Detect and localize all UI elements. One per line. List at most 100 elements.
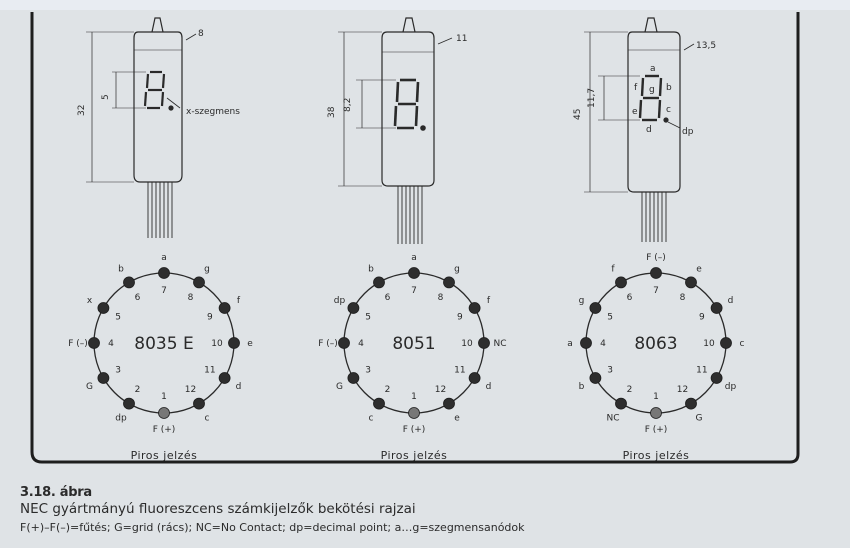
pin-function-label: F (–): [646, 253, 666, 263]
pin-function-label: NC: [493, 339, 506, 349]
pin-function-label: F (–): [318, 339, 338, 349]
pin-number: 6: [135, 293, 141, 303]
pin-10: [720, 337, 732, 349]
red-marker-label: Piros jelzés: [623, 449, 690, 462]
dim-digit-height: 5: [101, 94, 111, 100]
pin-function-label: b: [368, 265, 374, 275]
dim-height: 38: [327, 106, 337, 118]
dim-height: 45: [573, 109, 583, 120]
dim-diameter: 13,5: [696, 41, 716, 51]
pin-number: 10: [211, 339, 223, 349]
pin-7: [158, 267, 170, 279]
pin-number: 2: [385, 385, 391, 395]
segment-label-g: g: [649, 85, 655, 95]
segment-label-b: b: [666, 83, 672, 93]
segment-label-c: c: [666, 105, 671, 115]
pin-number: 9: [699, 313, 705, 323]
pin-1: [408, 407, 420, 419]
pin-function-label: G: [86, 382, 93, 392]
pin-function-label: c: [369, 414, 374, 424]
pin-function-label: d: [728, 296, 734, 306]
pin-3: [589, 372, 602, 384]
pin-number: 1: [411, 392, 417, 402]
dp-label: dp: [682, 127, 694, 137]
pin-1: [158, 407, 170, 419]
tube-pins: [147, 182, 173, 238]
pin-12: [685, 397, 697, 410]
pin-number: 8: [188, 293, 194, 303]
pin-11: [710, 372, 723, 384]
tube-body: [133, 31, 183, 183]
pin-function-label: c: [740, 339, 745, 349]
pin-2: [373, 397, 385, 410]
pin-function-label: g: [454, 265, 460, 275]
tube-model-label: 8051: [392, 334, 435, 354]
pin-function-label: a: [411, 253, 417, 263]
tube-body: [381, 31, 435, 187]
pin-2: [615, 397, 627, 410]
pin-8: [685, 276, 697, 289]
pin-number: 12: [185, 385, 196, 395]
pin-function-label: d: [486, 382, 492, 392]
pin-11: [218, 372, 231, 384]
tube-8051: [338, 17, 453, 244]
pin-function-label: G: [336, 382, 343, 392]
pin-4: [580, 337, 592, 349]
digit-segments: [393, 78, 420, 130]
pin-function-label: f: [611, 265, 615, 275]
pin-number: 12: [677, 385, 688, 395]
dim-diameter: 8: [198, 29, 204, 39]
segment-label-a: a: [650, 64, 656, 74]
pin-number: 6: [627, 293, 633, 303]
pin-4: [88, 337, 100, 349]
pin-number: 1: [161, 392, 167, 402]
pin-function-label: a: [161, 253, 167, 263]
pin-function-label: NC: [606, 414, 619, 424]
pin-function-label: c: [205, 414, 210, 424]
pin-12: [193, 397, 205, 410]
segment-label-e: e: [632, 107, 638, 117]
pin-number: 10: [703, 339, 715, 349]
pin-number: 3: [115, 366, 121, 376]
pin-7: [650, 267, 662, 279]
pin-function-label: b: [579, 382, 585, 392]
pin-2: [123, 397, 135, 410]
pin-function-label: a: [567, 339, 573, 349]
pin-5: [589, 302, 602, 314]
pin-function-label: G: [696, 414, 703, 424]
pin-function-label: F (+): [645, 425, 668, 435]
tube-pins: [397, 186, 423, 244]
tube-model-label: 8035 E: [134, 334, 193, 354]
pin-number: 12: [435, 385, 446, 395]
pin-function-label: F (+): [153, 425, 176, 435]
tube-8035e: [86, 17, 197, 238]
pin-10: [478, 337, 490, 349]
tube-tip: [644, 17, 658, 33]
pin-function-label: e: [696, 265, 702, 275]
book-page: 32 5 8 x-szegmens 38: [0, 10, 850, 548]
pin-function-label: F (+): [403, 425, 426, 435]
pin-number: 9: [207, 313, 213, 323]
pin-function-label: x: [87, 296, 93, 306]
pin-number: 10: [461, 339, 473, 349]
pin-number: 2: [627, 385, 633, 395]
pin-number: 8: [438, 293, 444, 303]
tube-body: [627, 31, 681, 193]
dim-diameter: 11: [456, 34, 467, 44]
pin-number: 5: [115, 313, 121, 323]
pin-12: [443, 397, 455, 410]
tube-8063: [584, 17, 695, 242]
pin-7: [408, 267, 420, 279]
tube-tip: [151, 17, 164, 33]
pin-function-label: g: [204, 265, 210, 275]
pin-number: 11: [454, 366, 465, 376]
figure-title: NEC gyártmányú fluoreszcens számkijelzők…: [20, 501, 416, 517]
pin-function-label: dp: [725, 382, 737, 392]
pin-function-label: dp: [334, 296, 346, 306]
pin-6: [123, 276, 135, 289]
pin-function-label: dp: [115, 414, 127, 424]
segment-label-d: d: [646, 125, 652, 135]
pin-number: 2: [135, 385, 141, 395]
